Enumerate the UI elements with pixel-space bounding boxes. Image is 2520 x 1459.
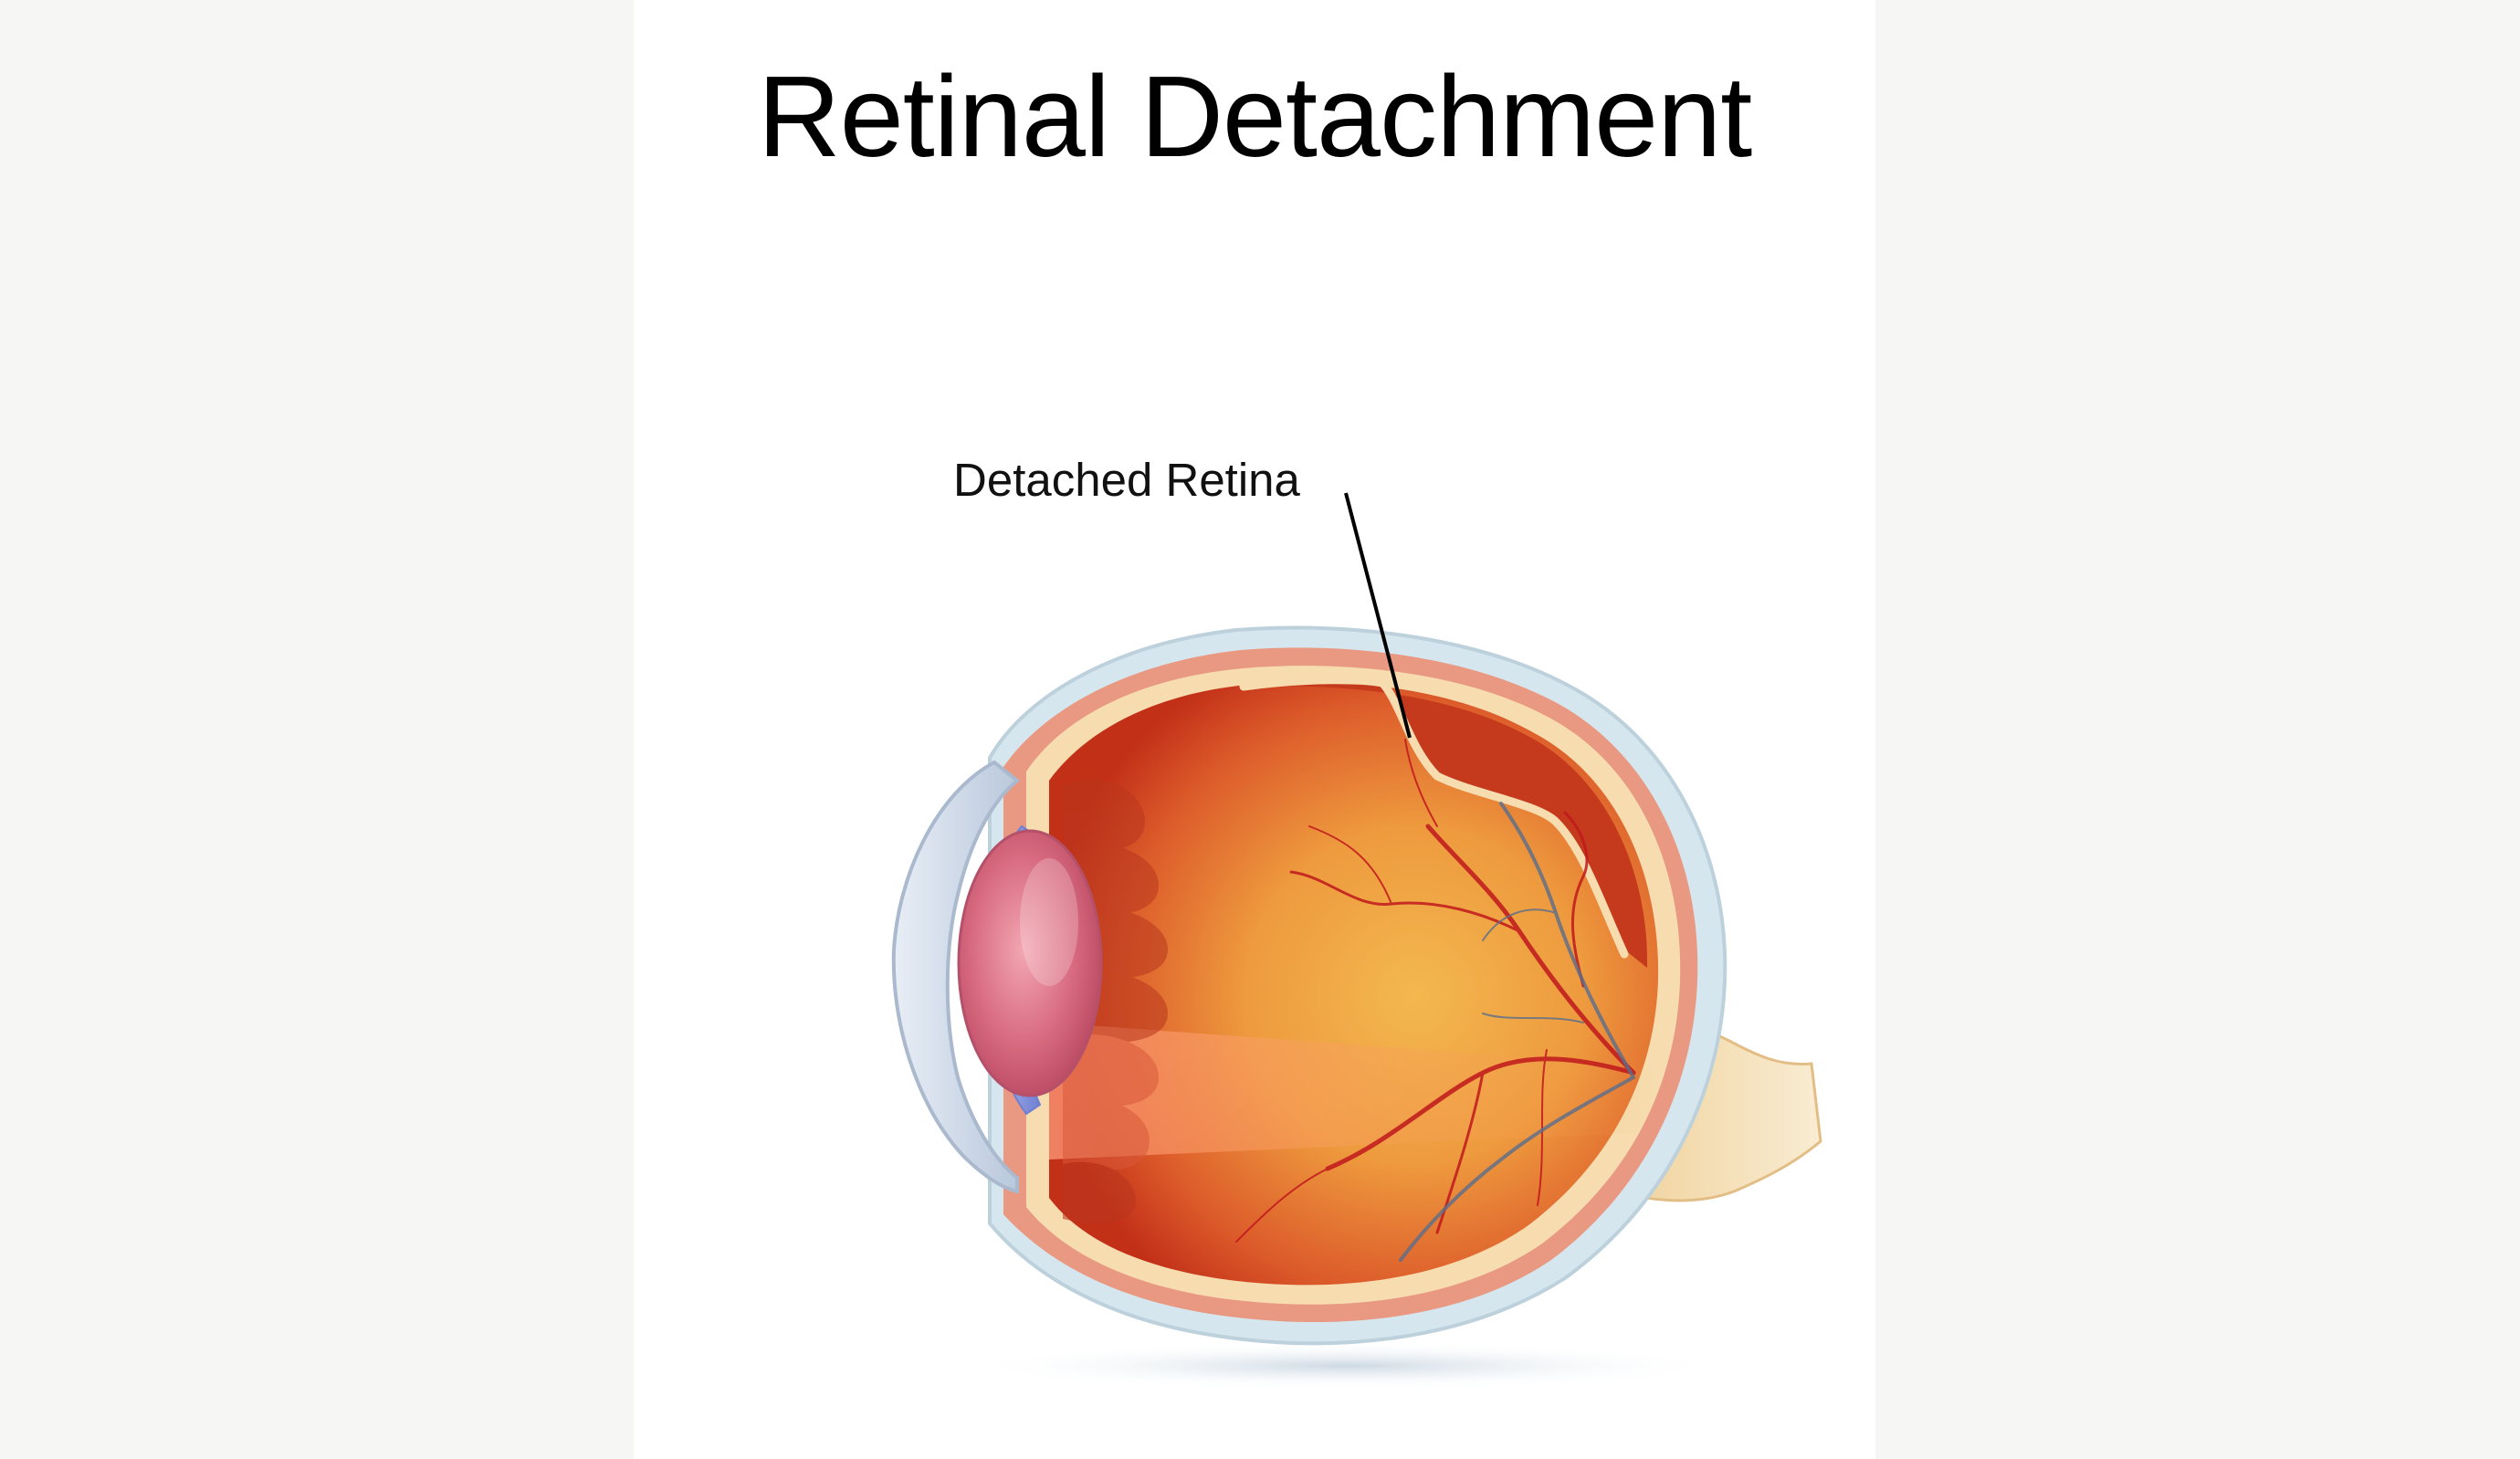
lower-vitreous-band	[1049, 1023, 1656, 1160]
detached-retina-label: Detached Retina	[953, 454, 1300, 506]
retinal-arteries	[1235, 739, 1636, 1243]
lens-highlight	[1020, 858, 1078, 986]
illustration-panel: Retinal Detachment Detached Retina	[634, 0, 1875, 1459]
cornea	[891, 760, 1021, 1194]
retinal-veins	[1399, 802, 1635, 1262]
eye-cross-section-diagram	[891, 492, 1822, 1390]
ground-shadow	[962, 1342, 1729, 1390]
detached-retina-leader-line	[1344, 492, 1412, 739]
diagram-title: Retinal Detachment	[757, 52, 1753, 181]
detached-retina-edge	[1239, 676, 1629, 959]
detached-retina-flap	[1244, 679, 1648, 968]
lens	[957, 829, 1103, 1097]
